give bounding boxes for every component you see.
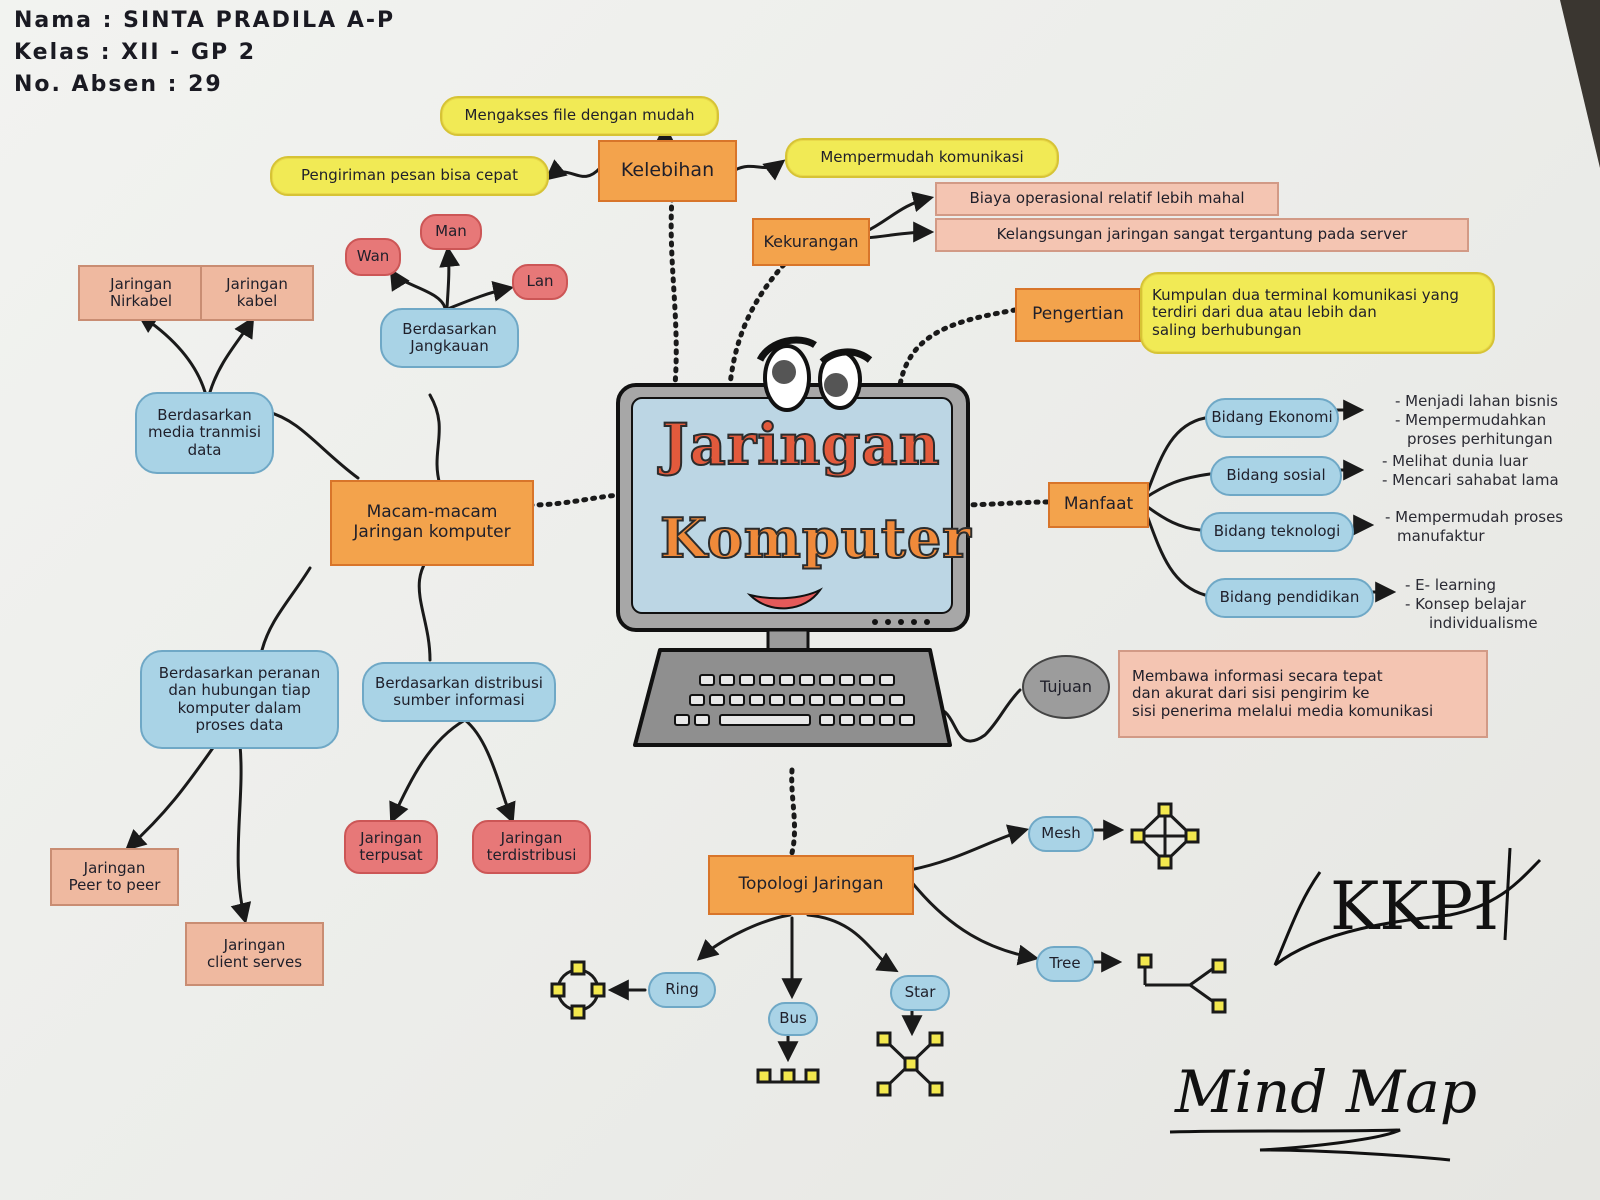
bidang-sosial: Bidang sosial xyxy=(1210,456,1342,496)
kabel-line-2: kabel xyxy=(236,292,278,310)
sosial-note-2: - Mencari sahabat lama xyxy=(1382,470,1559,489)
jaringan-terpusat: Jaringan terpusat xyxy=(344,820,438,874)
media-line-2: media tranmisi xyxy=(148,423,261,442)
p2p-line-1: Jaringan xyxy=(83,858,146,877)
ekonomi-note-3: proses perhitungan xyxy=(1407,429,1553,448)
jangkauan-node: Berdasarkan Jangkauan xyxy=(380,308,519,368)
nirkabel-line-1: Jaringan xyxy=(110,274,172,293)
kekurangan-item-1: Biaya operasional relatif lebih mahal xyxy=(935,182,1279,216)
jaringan-peer-to-peer: Jaringan Peer to peer xyxy=(50,848,179,906)
macam-line-1: Macam-macam xyxy=(366,502,498,523)
kelebihan-item-1: Mengakses file dengan mudah xyxy=(440,96,719,136)
jaringan-kabel: Jaringan kabel xyxy=(200,265,314,321)
computer-illustration xyxy=(616,336,970,747)
jaringan-terdistribusi: Jaringan terdistribusi xyxy=(472,820,591,874)
distribusi-line-1: Berdasarkan distribusi xyxy=(375,673,543,692)
media-line-3: data xyxy=(187,440,222,459)
peranan-line-3: komputer dalam xyxy=(177,698,302,717)
kelebihan-item-3: Mempermudah komunikasi xyxy=(785,138,1059,178)
signature-strokes xyxy=(1169,847,1542,1162)
media-line-1: Berdasarkan xyxy=(157,406,252,425)
kabel-line-1: Jaringan xyxy=(226,274,288,293)
distribusi-line-2: sumber informasi xyxy=(393,691,525,709)
topologi-ring: Ring xyxy=(648,972,716,1008)
kelebihan-item-2: Pengiriman pesan bisa cepat xyxy=(270,156,549,196)
topologi-node: Topologi Jaringan xyxy=(708,855,914,915)
ekonomi-notes: - Menjadi lahan bisnis - Mempermudahkan … xyxy=(1395,392,1558,448)
jaringan-client-serves: Jaringan client serves xyxy=(185,922,324,986)
peranan-line-2: dan hubungan tiap xyxy=(168,681,311,700)
pendidikan-note-1: - E- learning xyxy=(1405,576,1497,594)
jangkauan-line-2: Jangkauan xyxy=(410,337,489,355)
tujuan-line-2: dan akurat dari sisi pengirim ke xyxy=(1132,684,1370,703)
mindmap-signature: Mind Map xyxy=(1175,1058,1477,1126)
manfaat-node: Manfaat xyxy=(1048,482,1149,528)
center-title-line2: Komputer xyxy=(659,505,972,571)
sosial-notes: - Melihat dunia luar - Mencari sahabat l… xyxy=(1382,452,1559,490)
pengertian-node: Pengertian xyxy=(1015,288,1141,342)
bidang-pendidikan: Bidang pendidikan xyxy=(1205,578,1374,618)
tujuan-line-3: sisi penerima melalui media komunikasi xyxy=(1132,701,1434,720)
topologi-tree: Tree xyxy=(1036,946,1094,982)
topologi-star: Star xyxy=(890,975,950,1011)
terdistribusi-line-1: Jaringan xyxy=(500,828,563,847)
terpusat-line-2: terpusat xyxy=(359,846,423,864)
tujuan-node: Tujuan xyxy=(1022,655,1110,719)
peranan-node: Berdasarkan peranan dan hubungan tiap ko… xyxy=(140,650,339,749)
nirkabel-line-2: Nirkabel xyxy=(109,292,173,310)
wan-node: Wan xyxy=(345,238,401,276)
terpusat-line-1: Jaringan xyxy=(360,828,422,847)
pengertian-line-1: Kumpulan dua terminal komunikasi yang xyxy=(1152,286,1459,305)
center-title-line1: Jaringan xyxy=(661,411,941,479)
teknologi-notes: - Mempermudah proses manufaktur xyxy=(1385,508,1563,546)
pendidikan-note-3: individualisme xyxy=(1429,613,1538,632)
student-absen: No. Absen : 29 xyxy=(14,72,223,97)
student-name: Nama : SINTA PRADILA A-P xyxy=(14,8,396,33)
pengertian-definition: Kumpulan dua terminal komunikasi yang te… xyxy=(1140,272,1495,354)
topologi-bus: Bus xyxy=(768,1002,818,1036)
kkpi-signature: KKPI xyxy=(1330,868,1500,945)
macam-node: Macam-macam Jaringan komputer xyxy=(330,480,534,566)
pengertian-line-3: saling berhubungan xyxy=(1152,320,1302,339)
pengertian-line-2: terdiri dari dua atau lebih dan xyxy=(1152,303,1377,322)
tujuan-text: Membawa informasi secara tepat dan akura… xyxy=(1118,650,1488,738)
tujuan-line-1: Membawa informasi secara tepat xyxy=(1132,667,1383,686)
jaringan-nirkabel: Jaringan Nirkabel xyxy=(78,265,204,321)
jangkauan-line-1: Berdasarkan xyxy=(402,319,497,338)
client-line-1: Jaringan xyxy=(223,935,286,954)
topology-icons xyxy=(550,802,1227,1097)
ekonomi-note-1: - Menjadi lahan bisnis xyxy=(1395,392,1559,410)
media-node: Berdasarkan media tranmisi data xyxy=(135,392,274,474)
kelebihan-node: Kelebihan xyxy=(598,140,737,202)
topologi-mesh: Mesh xyxy=(1028,816,1094,852)
distribusi-node: Berdasarkan distribusi sumber informasi xyxy=(362,662,556,722)
terdistribusi-line-2: terdistribusi xyxy=(486,846,577,864)
lan-node: Lan xyxy=(512,264,568,300)
client-line-2: client serves xyxy=(206,953,303,971)
peranan-line-1: Berdasarkan peranan xyxy=(158,664,321,682)
p2p-line-2: Peer to peer xyxy=(68,876,161,894)
bidang-ekonomi: Bidang Ekonomi xyxy=(1205,398,1339,438)
pendidikan-notes: - E- learning - Konsep belajar individua… xyxy=(1405,576,1538,632)
ekonomi-note-2: - Mempermudahkan xyxy=(1395,410,1547,429)
pendidikan-note-2: - Konsep belajar xyxy=(1405,594,1526,613)
teknologi-note-1: - Mempermudah proses xyxy=(1385,508,1564,526)
peranan-line-4: proses data xyxy=(195,715,284,734)
macam-line-2: Jaringan komputer xyxy=(353,522,511,542)
student-class: Kelas : XII - GP 2 xyxy=(14,40,257,65)
teknologi-note-2: manufaktur xyxy=(1397,526,1485,545)
sosial-note-1: - Melihat dunia luar xyxy=(1382,452,1528,470)
bidang-teknologi: Bidang teknologi xyxy=(1200,512,1354,552)
kekurangan-item-2: Kelangsungan jaringan sangat tergantung … xyxy=(935,218,1469,252)
kekurangan-node: Kekurangan xyxy=(752,218,870,266)
man-node: Man xyxy=(420,214,482,250)
